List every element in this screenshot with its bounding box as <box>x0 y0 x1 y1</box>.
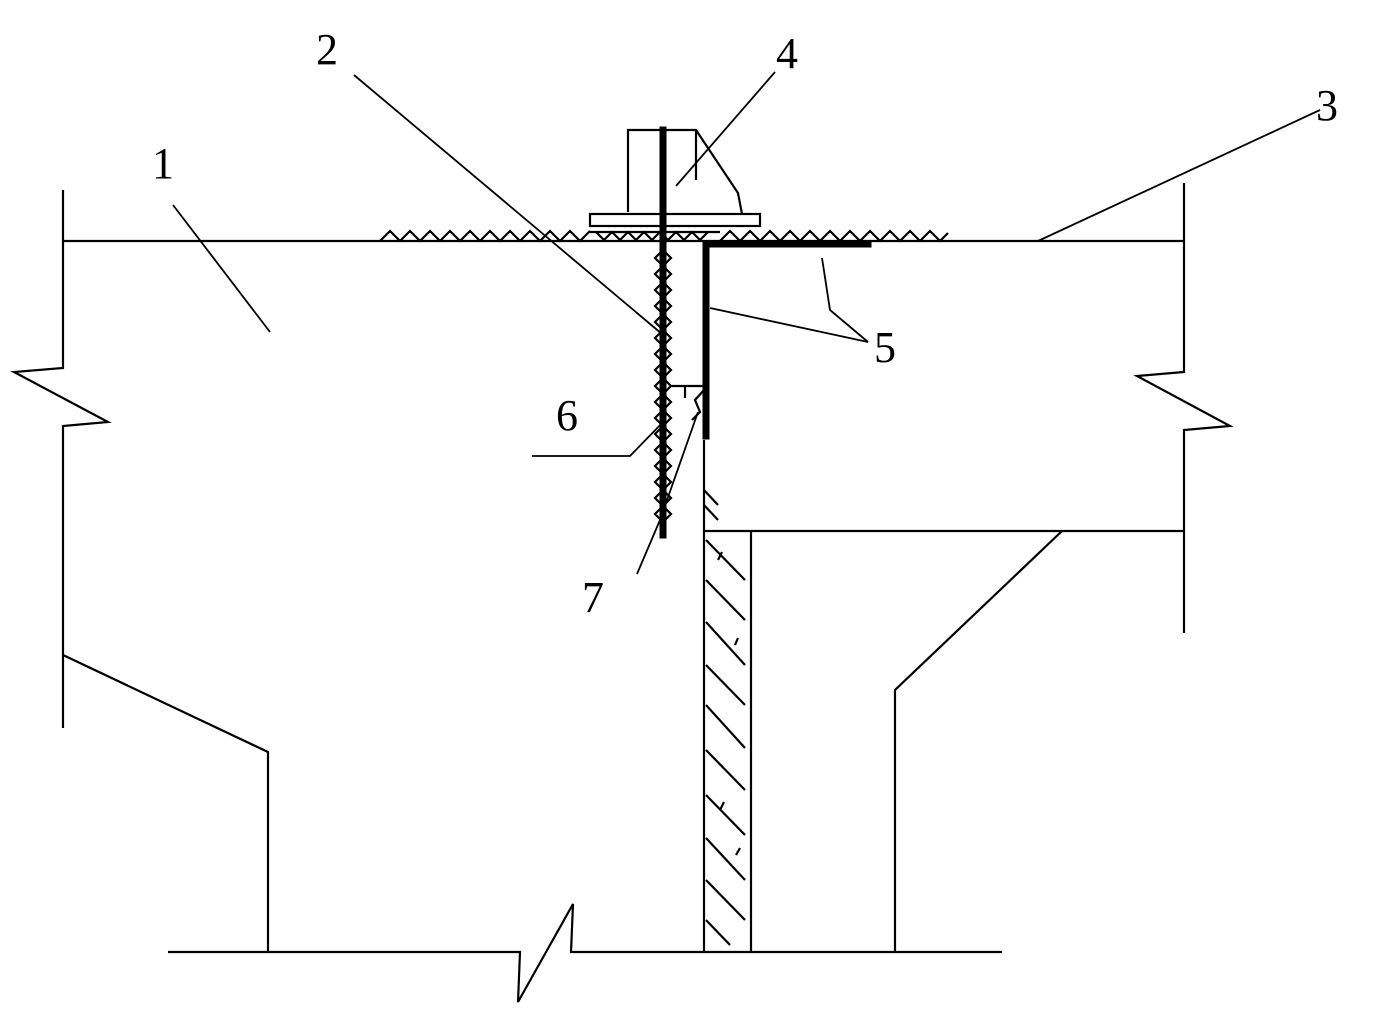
leader-lines <box>172 71 1321 575</box>
callout-1: 1 <box>152 139 174 188</box>
joint-filler-hatch <box>703 489 746 946</box>
anchor-bolt <box>653 126 673 539</box>
callout-3: 3 <box>1316 81 1338 130</box>
right-beam-outline <box>702 183 1234 952</box>
surface-seal-zigzag <box>379 229 949 243</box>
callout-5: 5 <box>874 323 896 372</box>
callout-4: 4 <box>776 29 798 78</box>
callout-7: 7 <box>582 573 604 622</box>
left-beam-outline <box>10 190 1184 1003</box>
anchor-block <box>588 128 762 242</box>
callout-6: 6 <box>556 391 578 440</box>
angle-steel <box>672 240 872 440</box>
callout-2: 2 <box>316 25 338 74</box>
